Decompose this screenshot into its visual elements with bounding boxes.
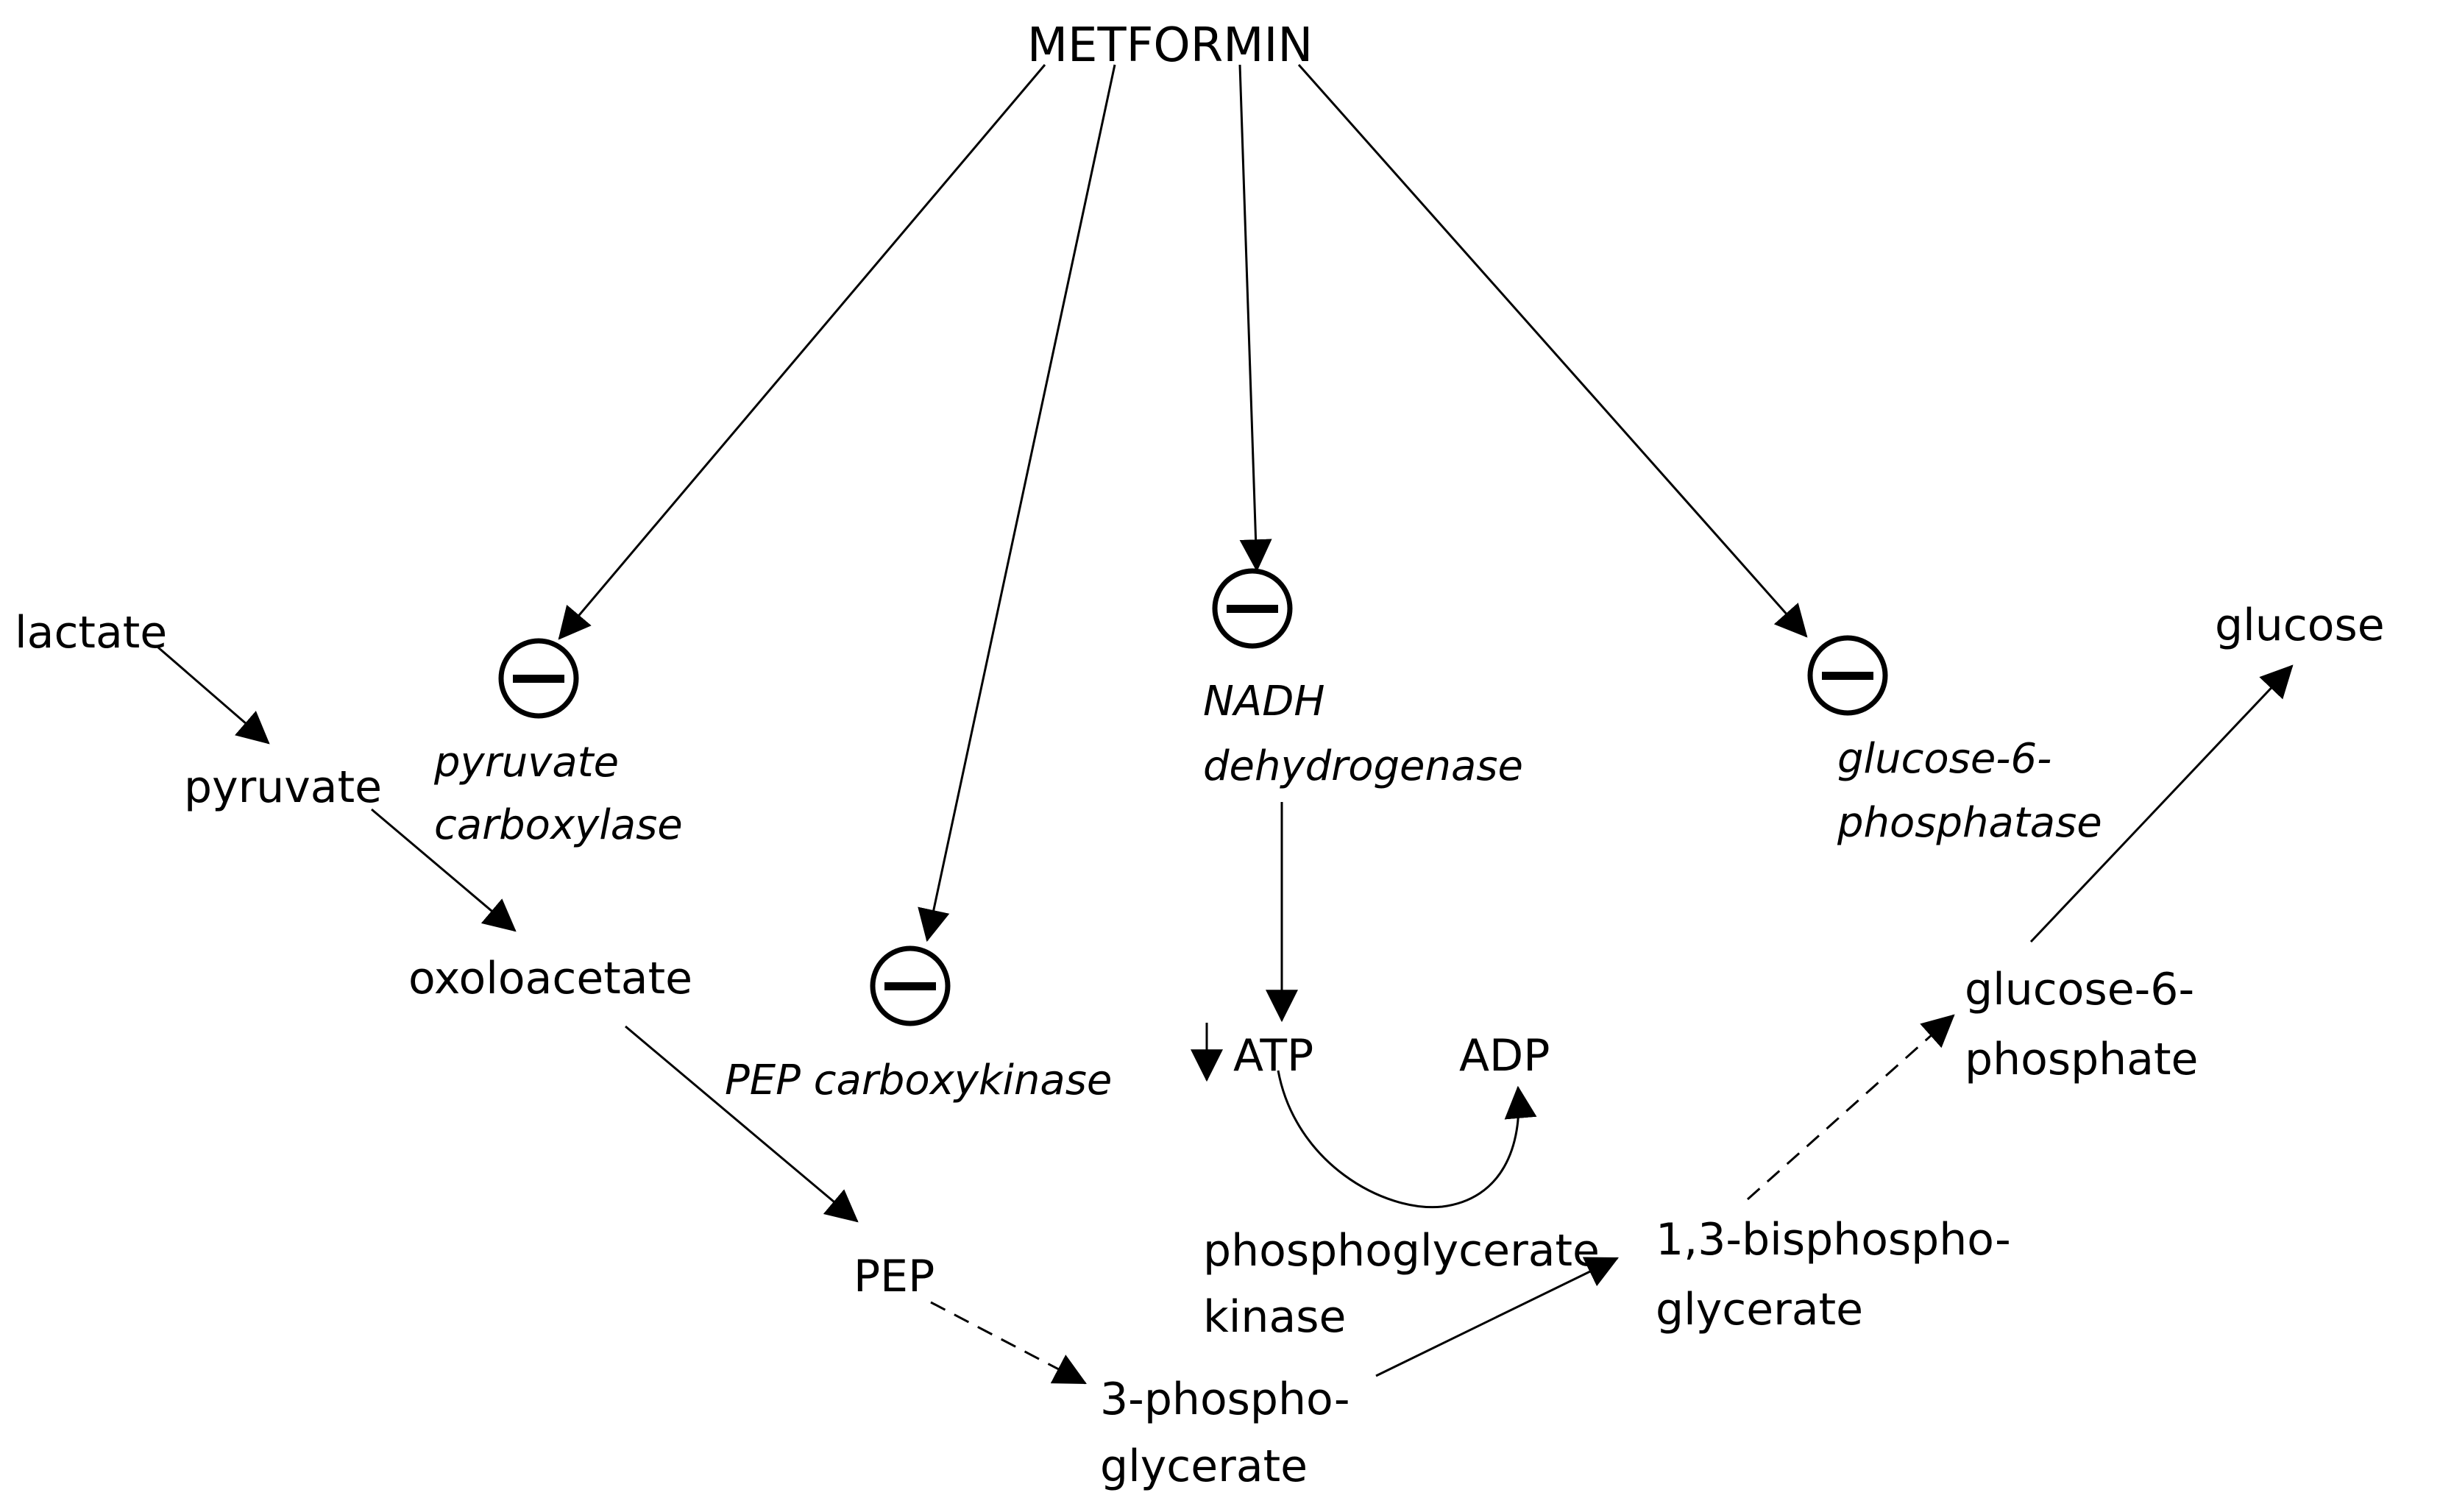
arrow-metformin-to-pep-carboxykinase <box>918 64 1116 943</box>
enzyme-glucose-6-phosphatase-line2: phosphatase <box>1837 799 2102 847</box>
metabolite-oxaloacetate: oxoloacetate <box>408 953 692 1004</box>
inhibition-symbol-nadh-dehydrogenase <box>1212 568 1293 649</box>
metabolite-lactate: lactate <box>15 607 167 659</box>
arrow-3-phosphoglycerate-to-1-3-bisphosphoglycerate <box>1375 1257 1619 1377</box>
enzyme-glucose-6-phosphatase-line1: glucose-6- <box>1837 735 2051 783</box>
metabolite-adp: ADP <box>1459 1030 1550 1082</box>
metabolite-3-phosphoglycerate-line2: glycerate <box>1100 1441 1308 1492</box>
metabolite-glucose-6-phosphate-line1: glucose-6- <box>1965 964 2194 1015</box>
metabolite-1-3-bisphosphoglycerate-line1: 1,3-bisphospho- <box>1656 1214 2011 1266</box>
metabolite-pep: PEP <box>854 1251 934 1302</box>
arrow-atp-to-adp-curve <box>1277 1070 1537 1209</box>
enzyme-nadh-dehydrogenase-line1: NADH <box>1203 678 1324 725</box>
arrow-metformin-to-nadh-dehydrogenase <box>1238 64 1272 572</box>
inhibition-symbol-pyruvate-carboxylase <box>498 638 579 719</box>
arrow-metformin-to-pyruvate-carboxylase <box>558 64 1046 640</box>
metabolite-3-phosphoglycerate-line1: 3-phospho- <box>1100 1374 1350 1425</box>
metabolite-glucose: glucose <box>2215 600 2385 651</box>
metabolite-atp: ATP <box>1233 1030 1313 1082</box>
enzyme-pyruvate-carboxylase-line2: carboxylase <box>434 801 683 849</box>
enzyme-nadh-dehydrogenase-line2: dehydrogenase <box>1203 742 1523 790</box>
arrow-1-3-bisphosphoglycerate-to-glucose-6-phosphate <box>1747 1014 1955 1201</box>
enzyme-phosphoglycerate-kinase-line1: phosphoglycerate <box>1203 1225 1600 1277</box>
drug-title: METFORMIN <box>1027 18 1313 73</box>
enzyme-pep-carboxykinase: PEP carboxykinase <box>725 1057 1112 1104</box>
arrow-lactate-to-pyruvate <box>157 646 270 745</box>
metabolite-pyruvate: pyruvate <box>184 762 382 813</box>
arrow-oxaloacetate-to-pep <box>625 1025 859 1223</box>
arrow-pyruvate-to-oxaloacetate <box>371 808 517 932</box>
metabolite-glucose-6-phosphate-line2: phosphate <box>1965 1034 2198 1085</box>
metabolite-1-3-bisphosphoglycerate-line2: glycerate <box>1656 1284 1863 1335</box>
inhibition-symbol-pep-carboxykinase <box>870 945 951 1026</box>
arrow-metformin-to-glucose-6-phosphatase <box>1297 64 1808 638</box>
inhibition-symbol-glucose-6-phosphatase <box>1807 635 1888 716</box>
enzyme-phosphoglycerate-kinase-line2: kinase <box>1203 1291 1346 1343</box>
arrow-glucose-6-phosphate-to-glucose <box>2029 664 2294 943</box>
enzyme-pyruvate-carboxylase-line1: pyruvate <box>433 739 619 787</box>
arrow-pep-to-3-phosphoglycerate <box>930 1301 1087 1385</box>
